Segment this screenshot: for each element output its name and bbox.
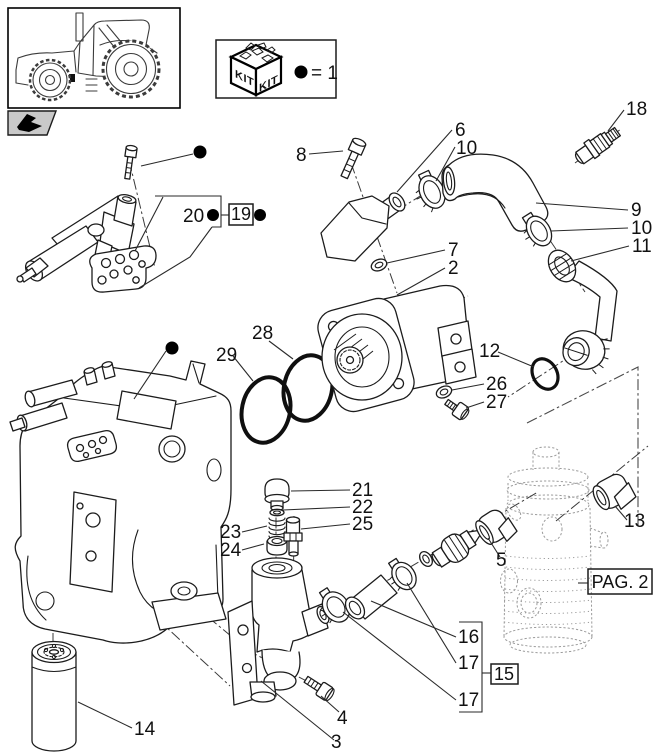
tractor-thumbnail	[7, 7, 181, 109]
part-18-fitting	[574, 126, 621, 165]
part-25-valve	[283, 516, 303, 557]
callout-10-upper[interactable]: 10	[456, 138, 477, 159]
kit-dot-marker	[193, 145, 207, 159]
part-gasket	[89, 245, 157, 293]
phantom-boundary	[526, 366, 639, 526]
callout-10-right[interactable]: 10	[631, 218, 652, 239]
part-main-pump-body	[9, 360, 232, 644]
part-4-bolt	[303, 675, 335, 702]
callout-29[interactable]: 29	[216, 345, 237, 366]
kit-dot-marker	[294, 65, 308, 79]
callout-4[interactable]: 4	[337, 708, 348, 729]
section-tab[interactable]	[7, 110, 58, 136]
leader-lines	[77, 109, 630, 741]
callout-25[interactable]: 25	[352, 514, 373, 535]
callout-8[interactable]: 8	[296, 145, 307, 166]
kit-dot-marker	[254, 209, 266, 221]
part-3-bracket	[227, 557, 330, 706]
part-10-clamp-right	[521, 211, 553, 247]
callout-9[interactable]: 9	[631, 200, 642, 221]
kit-box-icon: KIT KIT	[228, 42, 284, 97]
part-7-oring	[370, 258, 388, 272]
callout-26[interactable]: 26	[486, 374, 507, 395]
page-ref-box[interactable]: PAG. 2	[587, 568, 653, 595]
tractor-icon	[15, 12, 161, 102]
kit-equation: = 1	[311, 63, 338, 84]
callout-2[interactable]: 2	[448, 258, 459, 279]
callout-18[interactable]: 18	[626, 99, 647, 120]
callout-17-upper[interactable]: 17	[458, 653, 479, 674]
part-27-bolt	[444, 398, 470, 421]
kit-ref-19-label[interactable]: 19	[231, 204, 251, 224]
kit-ref-19-box[interactable]: 19	[228, 203, 254, 226]
page-ref-label[interactable]: PAG. 2	[592, 572, 649, 592]
callout-20[interactable]: 20	[183, 206, 204, 227]
callout-23[interactable]: 23	[220, 522, 241, 543]
callout-labels: 18 8 6 10 9 10 11 7 2 28 29 12 26 27 20 …	[134, 99, 652, 753]
kit-dot-marker	[165, 341, 179, 355]
part-17-clamp-left	[318, 587, 351, 624]
kit-dot-marker	[207, 209, 219, 221]
part-10-clamp-upper	[415, 169, 446, 213]
part-22-seal	[269, 508, 285, 517]
part-valve-assembly	[16, 194, 157, 293]
callout-27[interactable]: 27	[486, 392, 507, 413]
callout-22[interactable]: 22	[352, 497, 373, 518]
callout-28[interactable]: 28	[252, 323, 273, 344]
part-21-cap	[264, 478, 290, 512]
callout-21[interactable]: 21	[352, 480, 373, 501]
part-6-fitting	[320, 192, 406, 262]
callout-16[interactable]: 16	[458, 627, 479, 648]
callout-24[interactable]: 24	[220, 540, 242, 561]
part-seal-ring	[419, 551, 433, 567]
callout-13[interactable]: 13	[624, 511, 645, 532]
section-part-icon	[17, 114, 42, 132]
kit-ref-15-label[interactable]: 15	[494, 664, 514, 684]
callout-12[interactable]: 12	[479, 341, 500, 362]
part-24-plug	[266, 535, 288, 556]
reference-filter-assembly	[500, 446, 609, 654]
part-26-washer	[435, 385, 453, 399]
part-9-hose	[441, 153, 549, 232]
callout-6[interactable]: 6	[455, 120, 466, 141]
part-14-filter	[31, 640, 77, 752]
callout-14[interactable]: 14	[134, 719, 156, 740]
part-28-oring	[281, 353, 335, 423]
callout-3[interactable]: 3	[331, 732, 342, 753]
callout-11[interactable]: 11	[632, 236, 652, 257]
part-16-hose	[344, 574, 398, 620]
callout-7[interactable]: 7	[448, 240, 459, 261]
kit-legend: KIT KIT = 1	[215, 39, 338, 99]
part-17-clamp-right	[387, 557, 417, 591]
kit-ref-15-box[interactable]: 15	[490, 663, 519, 685]
callout-17-lower[interactable]: 17	[458, 690, 479, 711]
part-2-pump	[317, 284, 477, 413]
part-11-fitting-pipe	[547, 249, 618, 375]
part-12-oring	[530, 357, 560, 391]
part-kit-screw	[124, 144, 138, 180]
part-5-clamp	[475, 509, 518, 545]
part-23-spring	[268, 517, 286, 540]
part-13-clamp	[592, 473, 637, 511]
callout-5[interactable]: 5	[496, 550, 507, 571]
part-8-bolt	[340, 137, 367, 180]
